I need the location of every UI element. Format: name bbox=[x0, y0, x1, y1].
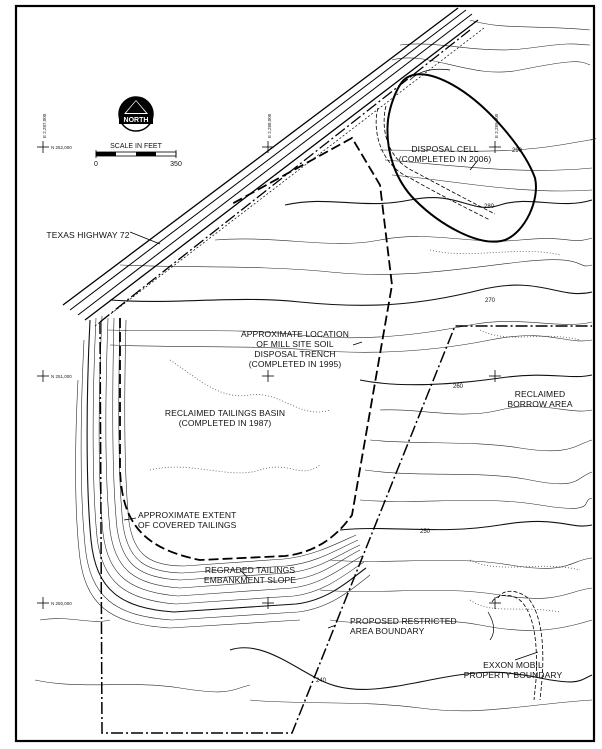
access-road bbox=[375, 68, 496, 221]
texas-highway-72 bbox=[62, 7, 485, 327]
label-disposal-cell-1: DISPOSAL CELL bbox=[411, 144, 478, 154]
tailings-basin-boundary bbox=[119, 136, 393, 561]
label-trench-3: DISPOSAL TRENCH bbox=[254, 349, 335, 359]
map-labels: DISPOSAL CELL (COMPLETED IN 2006) TEXAS … bbox=[46, 144, 572, 680]
label-exxon-1: EXXON MOBIL bbox=[483, 660, 543, 670]
label-basin-2: (COMPLETED IN 1987) bbox=[179, 418, 272, 428]
label-covered-2: OF COVERED TAILINGS bbox=[138, 520, 237, 530]
elev-290: 290 bbox=[512, 148, 523, 154]
label-reclaimed-borrow-1: RECLAIMED bbox=[515, 389, 566, 399]
label-regraded-1: REGRADED TAILINGS bbox=[205, 565, 295, 575]
exxon-property-line bbox=[487, 590, 544, 701]
elev-270: 270 bbox=[485, 298, 496, 304]
label-restricted-1: PROPOSED RESTRICTED bbox=[350, 616, 457, 626]
disposal-cell-boundary bbox=[386, 73, 537, 243]
label-trench-2: OF MILL SITE SOIL bbox=[256, 339, 334, 349]
grid-label-e2: E 2,288,000 bbox=[267, 113, 272, 138]
restricted-area-boundary bbox=[99, 321, 592, 734]
grid-label-e1: E 2,287,000 bbox=[42, 113, 47, 138]
leader-lines bbox=[123, 159, 539, 661]
scale-start: 0 bbox=[94, 161, 98, 168]
grid-label-n2: N 251,000 bbox=[51, 374, 72, 379]
label-exxon-2: PROPERTY BOUNDARY bbox=[464, 670, 563, 680]
grid-crosses bbox=[37, 141, 501, 609]
elev-240: 240 bbox=[316, 678, 327, 684]
label-basin-1: RECLAIMED TAILINGS BASIN bbox=[165, 408, 285, 418]
label-texas-highway: TEXAS HIGHWAY 72 bbox=[46, 230, 129, 240]
scale-end: 350 bbox=[170, 161, 182, 168]
scale-bar bbox=[95, 150, 177, 158]
restricted-area-boundary-north bbox=[99, 29, 471, 323]
scale-title: SCALE IN FEET bbox=[110, 143, 162, 150]
grid-label-e3: E 2,289,000 bbox=[494, 113, 499, 138]
label-reclaimed-borrow-2: BORROW AREA bbox=[507, 399, 573, 409]
topographic-contours bbox=[34, 19, 597, 712]
grid-label-n3: N 250,000 bbox=[51, 601, 72, 606]
label-trench-1: APPROXIMATE LOCATION bbox=[241, 329, 349, 339]
elev-260: 260 bbox=[453, 384, 464, 390]
label-regraded-2: EMBANKMENT SLOPE bbox=[204, 575, 296, 585]
embankment-contours bbox=[75, 315, 371, 629]
label-trench-4: (COMPLETED IN 1995) bbox=[249, 359, 342, 369]
north-arrow bbox=[118, 96, 154, 132]
label-covered-1: APPROXIMATE EXTENT bbox=[138, 510, 236, 520]
map-border bbox=[14, 4, 596, 743]
elev-280-top: 280 bbox=[484, 204, 495, 210]
elev-250: 250 bbox=[420, 529, 431, 535]
grid-label-n1: N 252,000 bbox=[51, 145, 72, 150]
label-disposal-cell-2: (COMPLETED IN 2006) bbox=[399, 154, 492, 164]
north-label: NORTH bbox=[124, 117, 149, 124]
label-restricted-2: AREA BOUNDARY bbox=[350, 626, 425, 636]
